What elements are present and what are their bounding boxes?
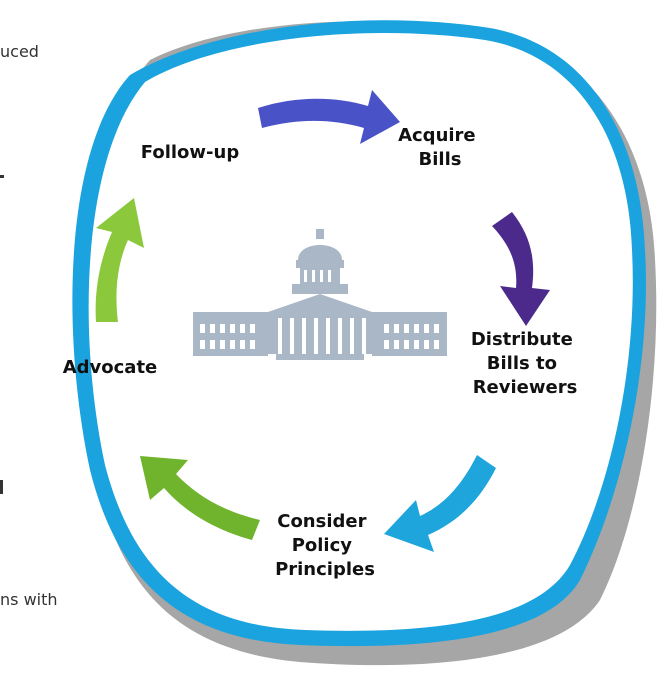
- capitol-building-icon: [193, 229, 447, 360]
- arrow-advocate-to-follow: [95, 198, 144, 322]
- step-label-consider: Consider Policy Principles: [275, 511, 375, 580]
- arrow-consider-to-advocate: [140, 456, 260, 540]
- bg-text-bottom: ns with: [0, 590, 58, 609]
- arrow-distribute-to-consider: [384, 455, 496, 552]
- arrow-follow-to-acquire: [258, 90, 400, 144]
- arrow-acquire-to-distribute: [492, 212, 550, 326]
- bg-text-mark-2: [0, 480, 3, 494]
- step-label-acquire: Acquire Bills: [398, 125, 482, 170]
- bg-text-top: uced: [0, 42, 39, 61]
- step-label-advocate: Advocate: [63, 357, 158, 378]
- step-label-distribute: Distribute Bills to Reviewers: [471, 329, 579, 398]
- capitol-windows: [200, 270, 439, 354]
- bg-text-mark-1: [0, 175, 4, 178]
- step-label-follow-up: Follow-up: [141, 142, 240, 163]
